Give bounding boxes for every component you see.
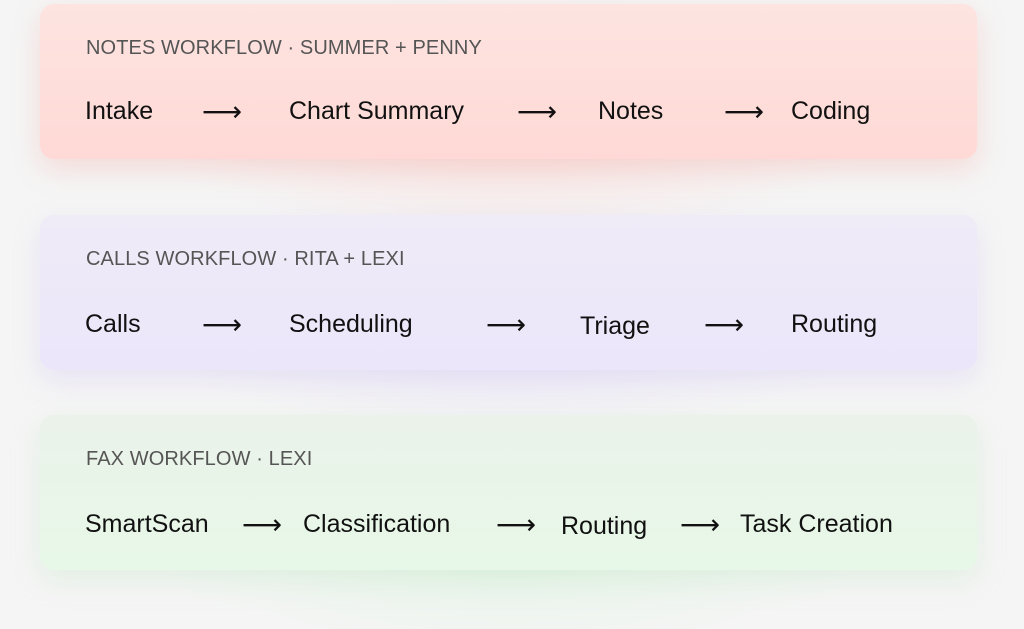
step-triage: Triage	[580, 312, 650, 340]
workflow-label: CALLS WORKFLOW · RITA + LEXI	[86, 248, 405, 270]
workflow-label: FAX WORKFLOW · LEXI	[86, 448, 313, 470]
arrow-right-icon: ⟶	[486, 309, 527, 340]
calls-workflow-card: CALLS WORKFLOW · RITA + LEXI Calls ⟶ Sch…	[40, 215, 977, 370]
arrow-right-icon: ⟶	[242, 509, 283, 540]
notes-workflow-card: NOTES WORKFLOW · SUMMER + PENNY Intake ⟶…	[40, 4, 977, 159]
step-calls: Calls	[85, 310, 141, 338]
arrow-right-icon: ⟶	[517, 96, 558, 127]
arrow-right-icon: ⟶	[724, 96, 765, 127]
arrow-right-icon: ⟶	[496, 509, 537, 540]
step-task-creation: Task Creation	[740, 510, 893, 538]
fax-workflow-card: FAX WORKFLOW · LEXI SmartScan ⟶ Classifi…	[40, 415, 977, 570]
arrow-right-icon: ⟶	[202, 96, 243, 127]
step-routing: Routing	[791, 310, 878, 338]
step-intake: Intake	[85, 97, 154, 125]
step-classification: Classification	[303, 510, 451, 538]
step-routing: Routing	[561, 512, 648, 540]
workflow-label: NOTES WORKFLOW · SUMMER + PENNY	[86, 37, 482, 59]
arrow-right-icon: ⟶	[704, 309, 745, 340]
step-scheduling: Scheduling	[289, 310, 413, 338]
step-notes: Notes	[598, 97, 664, 125]
arrow-right-icon: ⟶	[680, 509, 721, 540]
step-smartscan: SmartScan	[85, 510, 209, 538]
step-coding: Coding	[791, 97, 871, 125]
step-chart-summary: Chart Summary	[289, 97, 465, 125]
arrow-right-icon: ⟶	[202, 309, 243, 340]
